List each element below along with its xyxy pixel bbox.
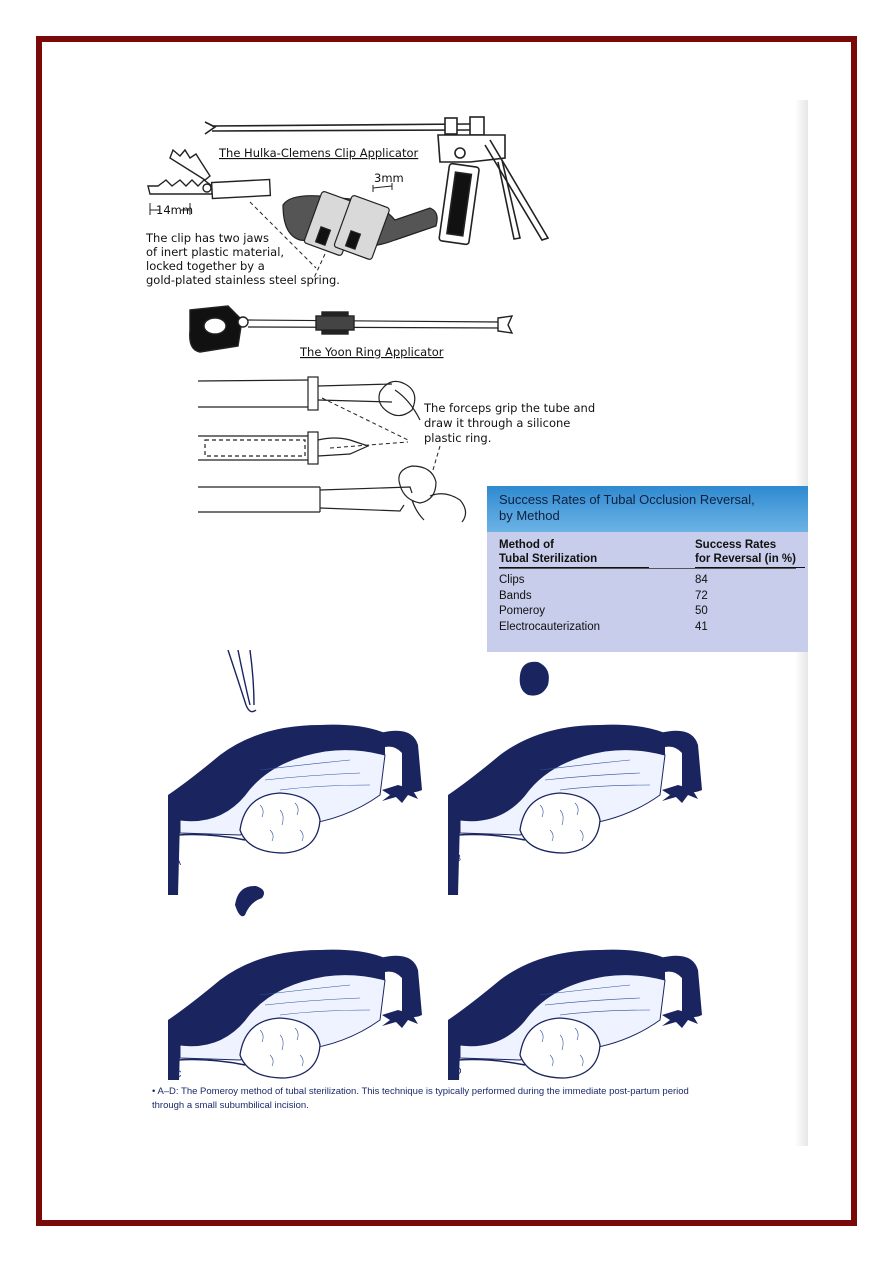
yoon-detail-2 [198,431,370,465]
clip-open-drawing [147,148,272,200]
instrument-illustrations: The Hulka-Clemens Clip Applicator 14mm T… [145,116,599,523]
yoon-note: The forceps grip the tube and draw it th… [423,401,599,445]
panel-b [447,661,703,896]
table-rule [499,568,796,569]
panel-a [167,650,423,896]
hulka-applicator-drawing [204,116,550,246]
dim-3mm-label: 3mm [374,171,404,185]
dimension-14mm [149,203,191,215]
panel-label-b: B [455,853,462,863]
panel-c [167,885,423,1080]
tube-loop-drawing [519,661,549,696]
leader-lines-hulka [249,201,326,281]
yoon-detail-1 [197,376,421,421]
excised-segment-drawing [235,885,264,917]
figure-caption: • A–D: The Pomeroy method of tubal steri… [152,1086,689,1111]
table-column-headers: Method of Tubal Sterilization Success Ra… [487,532,808,568]
yoon-title: The Yoon Ring Applicator [299,345,444,359]
leader-lines-yoon [321,397,441,471]
dimension-3mm [372,183,393,192]
panel-label-c: C [175,1069,182,1079]
forceps-drawing [227,650,257,713]
yoon-applicator-drawing [189,305,514,353]
tube-with-clips-drawing [282,191,438,260]
panel-label-a: A [175,857,182,867]
yoon-detail-3 [198,465,467,523]
table-title: Success Rates of Tubal Occlusion Reversa… [487,486,808,532]
success-rates-table: Success Rates of Tubal Occlusion Reversa… [487,486,808,652]
panel-d [447,948,703,1080]
dim-14mm-label: 14mm [156,203,193,217]
column-header-method: Method of Tubal Sterilization [499,538,649,568]
hulka-title: The Hulka-Clemens Clip Applicator [218,146,418,160]
pomeroy-panels [167,650,703,1080]
page-border [36,36,857,1226]
column-header-rate: Success Rates for Reversal (in %) [695,538,805,568]
panel-label-d: D [455,1066,462,1076]
hulka-note: The clip has two jaws of inert plastic m… [145,231,340,287]
